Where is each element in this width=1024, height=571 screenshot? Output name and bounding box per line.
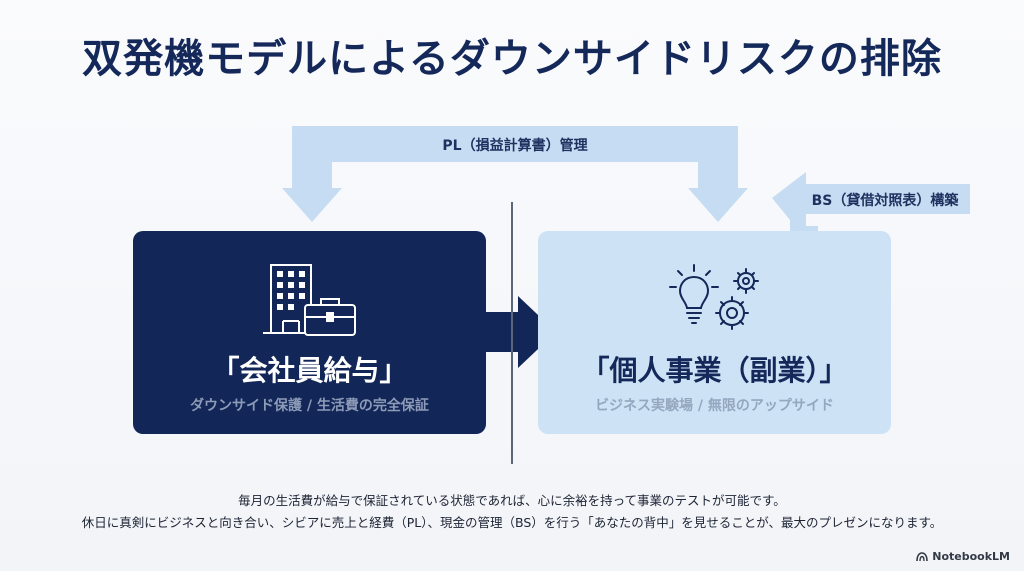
description: 毎月の生活費が給与で保証されている状態であれば、心に余裕を持って事業のテストが可… [0,490,1024,534]
main-flow-arrow [486,296,556,368]
brand-watermark: NotebookLM [916,550,1010,563]
salary-subtext: ダウンサイド保護 / 生活費の完全保証 [190,398,429,414]
pl-arrow-label: PL（損益計算書）管理 [442,138,588,154]
description-line-1: 毎月の生活費が給与で保証されている状態であれば、心に余裕を持って事業のテストが可… [238,493,786,508]
bs-arrow [772,172,970,244]
salary-box: 「会社員給与」 ダウンサイド保護 / 生活費の完全保証 [133,231,486,434]
salary-heading: 「会社員給与」 [211,354,408,387]
pl-loop-arrow [282,126,748,222]
side-business-box: 「個人事業（副業）」 ビジネス実験場 / 無限のアップサイド [538,231,891,434]
side-business-heading: 「個人事業（副業）」 [581,354,848,387]
side-business-subtext: ビジネス実験場 / 無限のアップサイド [595,398,834,414]
notebooklm-logo-icon [916,551,929,561]
page-title: 双発機モデルによるダウンサイドリスクの排除 [82,36,942,82]
brand-name: NotebookLM [932,550,1010,563]
description-line-2: 休日に真剣にビジネスと向き合い、シビアに売上と経費（PL）、現金の管理（BS）を… [81,515,943,530]
office-building-briefcase-icon [263,264,356,336]
center-divider [511,202,513,464]
lightbulb-gears-icon [669,264,759,330]
bs-arrow-label: BS（貸借対照表）構築 [811,193,959,209]
